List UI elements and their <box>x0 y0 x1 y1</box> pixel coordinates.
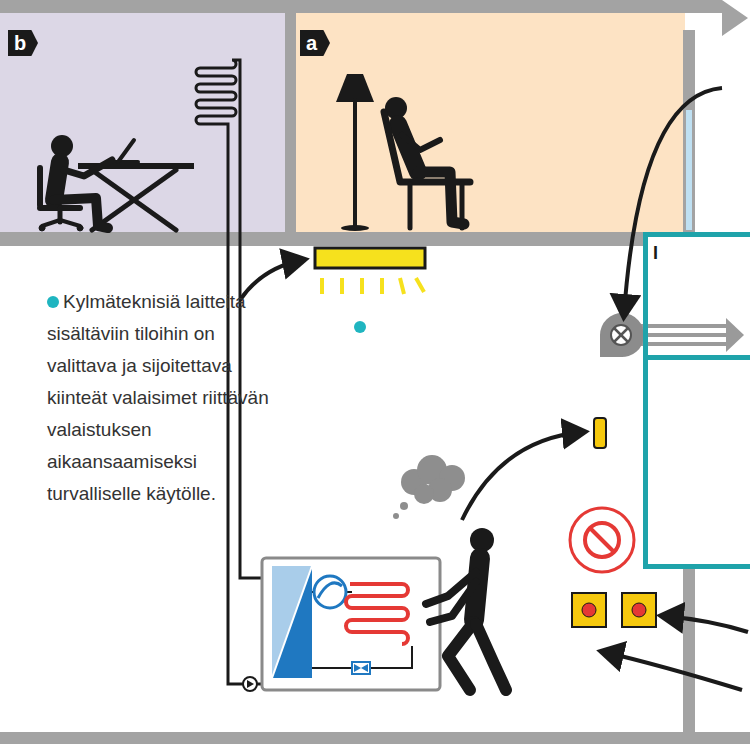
pump-symbol <box>243 677 257 691</box>
window <box>686 110 692 230</box>
emergency-button <box>572 593 656 627</box>
leader-arrow <box>624 88 722 314</box>
exhaust-fan <box>600 313 744 357</box>
leader-arrow <box>664 616 748 632</box>
roof-wall <box>0 0 748 36</box>
info-box-fill <box>645 234 750 358</box>
callout-note: Kylmäteknisiä laitteita sisältäviin tilo… <box>47 286 279 510</box>
leader-arrow <box>604 652 742 690</box>
room-letter: b <box>14 31 26 55</box>
room-letter: a <box>306 31 317 55</box>
leader-arrow <box>240 260 302 300</box>
reading-person <box>336 74 470 231</box>
bullet-dot <box>47 296 59 308</box>
smoke-cloud <box>393 455 465 519</box>
floor-slab <box>0 232 695 246</box>
room-a <box>295 12 685 234</box>
no-entry-sign <box>570 508 634 572</box>
desk-worker <box>39 135 194 231</box>
wall-light <box>594 418 606 448</box>
bottom-floor <box>0 732 750 744</box>
box-text: I <box>653 243 658 264</box>
leader-arrow <box>462 432 582 520</box>
room-b <box>0 12 287 234</box>
inner-wall <box>285 12 296 246</box>
ceiling-light <box>315 248 425 333</box>
info-box-lower <box>646 358 750 567</box>
refrigeration-unit <box>262 558 440 690</box>
technician <box>426 528 506 690</box>
info-box: I <box>643 232 750 360</box>
